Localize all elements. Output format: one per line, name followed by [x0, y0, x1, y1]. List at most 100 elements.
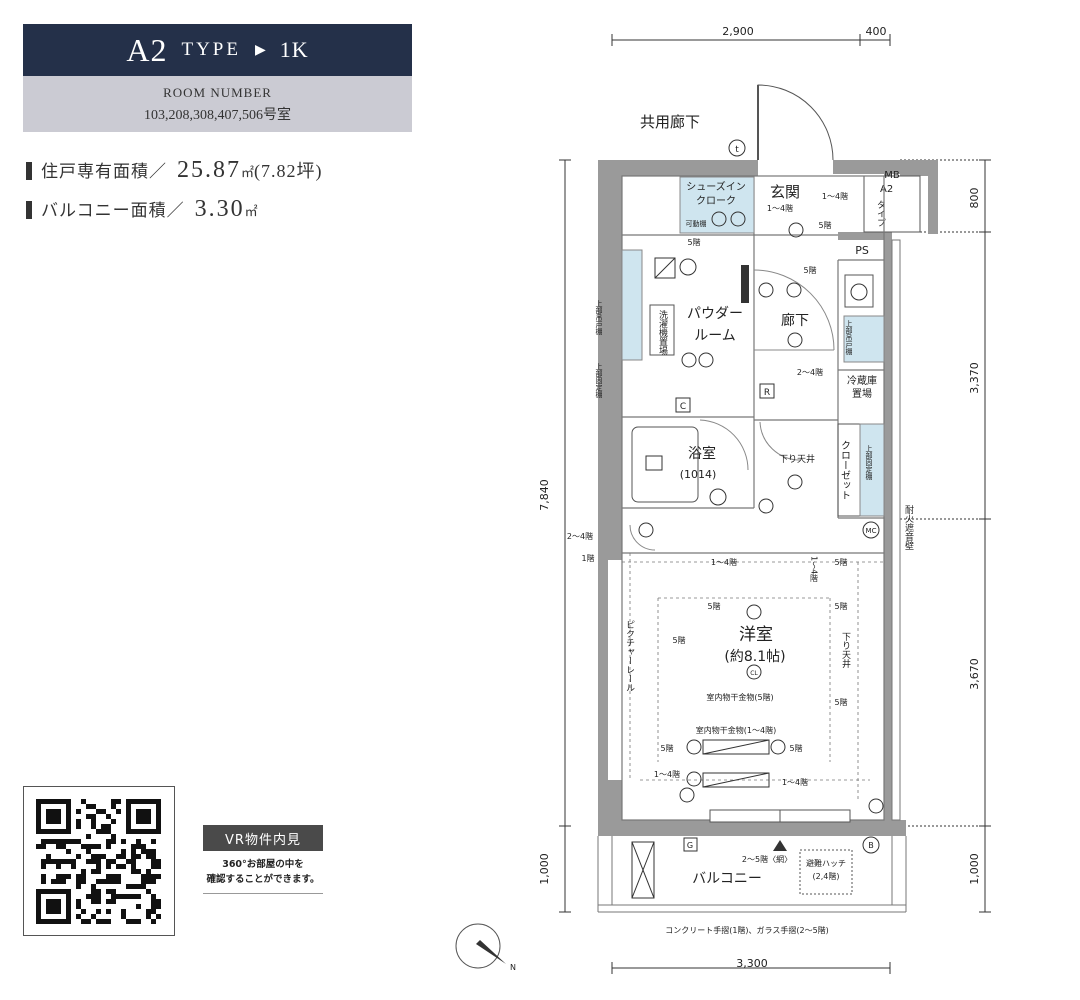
dry-5-label: 室内物干金物(5階) — [706, 692, 773, 702]
sic-label-1: シューズイン — [686, 180, 746, 193]
ceiling-down-2-label: 下り天井 — [840, 632, 851, 669]
floor-note: 5階 — [660, 743, 673, 753]
mc-icon — [862, 521, 880, 539]
layout-type: 1K — [279, 37, 309, 62]
western-room-label: 洋室 — [739, 625, 773, 645]
arrow-right-icon: ▶ — [254, 42, 266, 58]
panel-icon — [741, 265, 749, 303]
outlet-icon — [758, 282, 774, 298]
shoe-in-cloak — [679, 176, 755, 234]
light-icon — [787, 332, 803, 348]
floor-note: 5階 — [818, 220, 831, 230]
floor-note: 5階 — [707, 601, 720, 611]
vr-tour-title: VR物件内見 — [203, 825, 323, 851]
downlight-icon — [788, 222, 804, 238]
entrance-label: 玄関 — [770, 183, 800, 201]
entrance-door-swing — [757, 84, 834, 161]
outdoor-unit-icon — [631, 841, 655, 899]
escape-hatch — [799, 849, 853, 895]
hatch-label-1: 避難ハッチ — [806, 858, 846, 868]
arrow-up-icon — [773, 840, 787, 851]
outlet-icon — [686, 739, 702, 755]
mb-label: MB — [884, 170, 900, 181]
dry-14-label: 室内物干金物(1～4階) — [696, 725, 776, 735]
vr-tour-description: 360°お部屋の中を 確認することができます。 — [195, 857, 331, 887]
room-number-list: 103,208,308,407,506号室 — [144, 108, 291, 123]
g-mark-icon — [683, 837, 698, 852]
private-area-row: 住戸専有面積／ 25.87 ㎡ (7.82坪) — [26, 157, 323, 184]
private-area-label: 住戸専有面積／ — [41, 162, 167, 182]
western-room-size: (約8.1帖) — [724, 649, 785, 665]
light-icon — [730, 211, 746, 227]
upper-hanging-cabinet-right — [843, 315, 885, 363]
b-mark-glyph: B — [868, 841, 874, 850]
washing-machine-area — [649, 304, 675, 356]
mb-sub-label-2: タイプ — [875, 200, 886, 227]
c-mark-glyph: C — [680, 402, 686, 412]
handrail-label: コンクリート手摺(1階)、ガラス手摺(2～5階) — [665, 925, 829, 935]
north-compass-icon: N — [455, 923, 516, 972]
vr-desc-line-1: 360°お部屋の中を — [222, 859, 304, 870]
floor-note: 5階 — [672, 635, 685, 645]
svg-text:N: N — [510, 963, 516, 972]
mc-label: MC — [866, 527, 877, 535]
bath-control-icon — [645, 455, 663, 471]
upper-hanging-label: 上部吊戸棚 — [595, 299, 603, 336]
r-mark-glyph: R — [764, 388, 770, 398]
fridge-label-2: 置場 — [852, 387, 872, 400]
vanity-icon — [654, 257, 676, 279]
net-label: 2～5階〈網〉 — [742, 854, 792, 864]
c-mark-icon — [675, 397, 691, 413]
outlet-icon — [686, 771, 702, 787]
light-icon — [709, 488, 727, 506]
dim-left-2: 1,000 — [538, 853, 551, 885]
dry-rack-icon — [702, 772, 770, 788]
private-area-value: 25.87 — [177, 157, 241, 183]
intercom-icon — [728, 139, 746, 157]
fridge-label-1: 冷蔵庫 — [847, 374, 877, 387]
upper-fixed-left-label: 上部固定棚 — [595, 362, 603, 399]
dim-right-1: 800 — [968, 188, 981, 209]
fireproof-wall-label: 耐火遮音壁 — [903, 504, 914, 550]
dim-top-1: 2,900 — [722, 25, 754, 38]
dim-bottom: 3,300 — [736, 957, 768, 970]
light-icon — [698, 352, 714, 368]
floor-note: 1～4階 — [782, 777, 808, 787]
fireproof-wall — [891, 239, 901, 821]
type-header: A2 TYPE ▶ 1K — [23, 24, 412, 76]
closet-label: クローゼット — [839, 440, 851, 500]
powder-room-label-2: ルーム — [694, 328, 736, 344]
balcony-area-row: バルコニー面積／ 3.30 ㎡ — [26, 196, 258, 223]
sic-label-2: クローク — [696, 195, 736, 207]
floor-note: 1～4階 — [711, 557, 737, 567]
floor-note-vertical: 1～4階 — [810, 556, 819, 583]
qr-code[interactable] — [23, 786, 175, 936]
balcony-area-value: 3.30 — [194, 196, 245, 222]
dimension-lines — [559, 34, 991, 974]
private-area-unit: ㎡ — [241, 166, 255, 181]
floor-note: 5階 — [803, 265, 816, 275]
light-icon — [787, 474, 803, 490]
picture-rail-label: ピクチャーレール — [624, 620, 635, 692]
vr-desc-line-2: 確認することができます。 — [206, 874, 320, 885]
r-mark-icon — [759, 383, 775, 399]
floor-note: 5階 — [834, 557, 847, 567]
laundry-label: 洗濯機置場 — [657, 309, 668, 356]
bullet-bar — [26, 201, 32, 219]
type-code: A2 — [126, 31, 168, 68]
upper-hanging-right-label: 上部吊戸棚 — [845, 319, 853, 356]
intercom-icon — [758, 498, 774, 514]
light-icon — [786, 282, 802, 298]
mb-sub-label: A2 — [880, 184, 893, 195]
floor-note: 2～4階 — [797, 367, 823, 377]
room-number-label: ROOM NUMBER — [163, 85, 272, 100]
divider — [203, 893, 323, 894]
qr-code-icon — [36, 799, 161, 924]
door-swings — [629, 269, 835, 551]
bullet-bar — [26, 162, 32, 180]
floor-note: 5階 — [834, 697, 847, 707]
floor-note: 2～4階 — [567, 531, 593, 541]
dim-right-4: 1,000 — [968, 853, 981, 885]
light-icon — [711, 211, 727, 227]
